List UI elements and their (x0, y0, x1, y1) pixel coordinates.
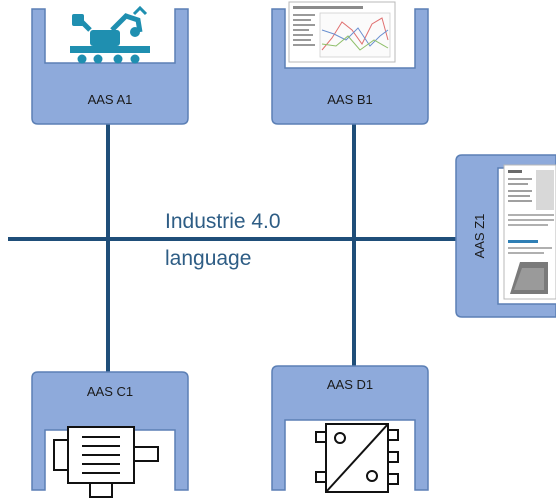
aas-shell-b1[interactable]: AAS B1 (271, 1, 429, 125)
aas-b1-label: AAS B1 (327, 92, 373, 107)
aas-shell-d1[interactable]: AAS D1 (271, 365, 429, 493)
aas-a1-label: AAS A1 (88, 92, 133, 107)
data-sheet-chart-icon (288, 1, 396, 63)
aas-c1-label: AAS C1 (87, 384, 133, 399)
aas-d1-label: AAS D1 (327, 377, 373, 392)
bus-label-line2: language (165, 247, 251, 270)
aas-shell-c1[interactable]: AAS C1 (31, 371, 189, 498)
document-pages-icon (503, 164, 556, 300)
bus-label-line1: Industrie 4.0 (165, 210, 281, 233)
aas-shell-z1[interactable]: AAS Z1 (455, 154, 556, 318)
electric-motor-icon (53, 426, 159, 498)
aas-shell-a1[interactable]: AAS A1 (31, 5, 189, 125)
aas-z1-label: AAS Z1 (472, 214, 487, 259)
power-converter-icon (315, 423, 399, 493)
network-lines (8, 122, 458, 372)
robot-on-rail-icon (70, 5, 150, 64)
